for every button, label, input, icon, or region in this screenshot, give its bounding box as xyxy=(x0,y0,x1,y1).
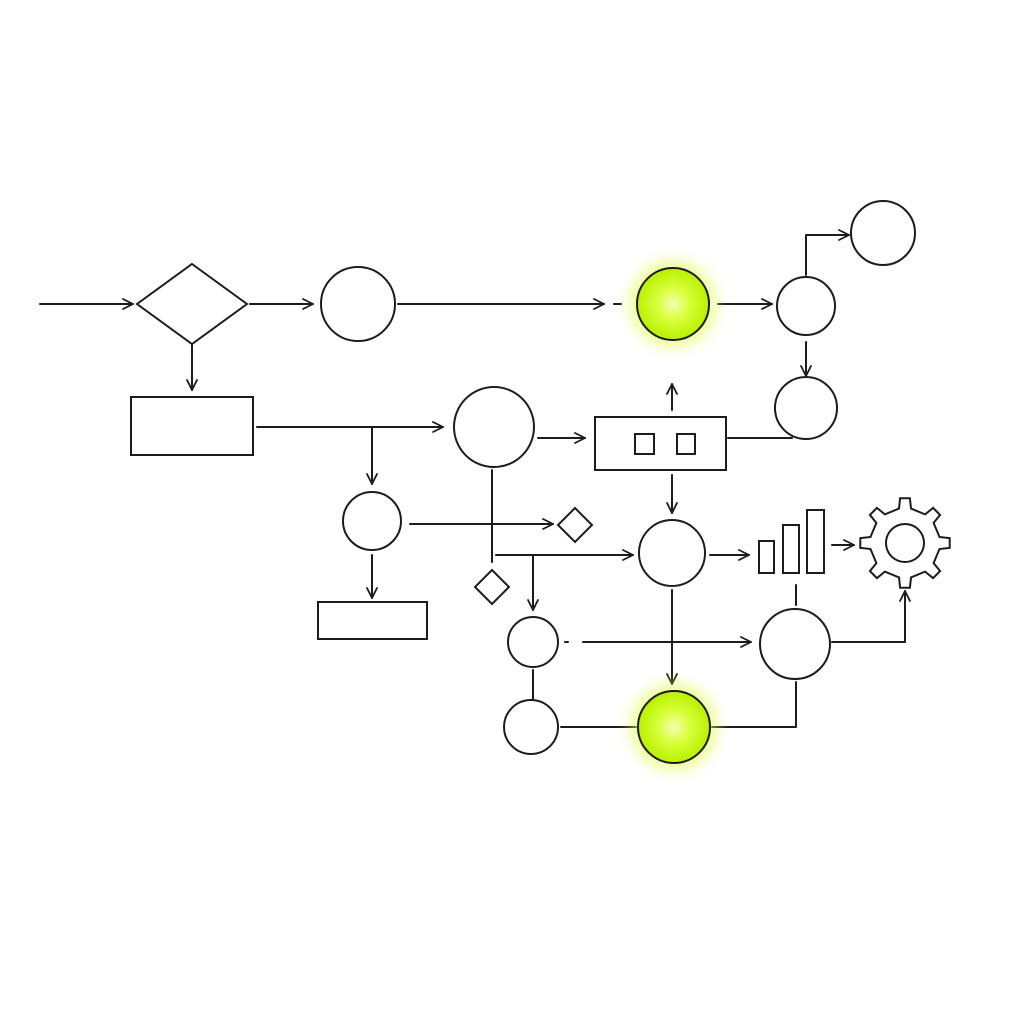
circle-node-highlighted-top xyxy=(629,260,717,348)
gear-icon xyxy=(859,497,951,589)
bar-chart-icon xyxy=(758,509,825,574)
circle-node-right xyxy=(776,276,836,336)
circle-node-top-right xyxy=(850,200,916,266)
small-diamond-right xyxy=(556,506,594,544)
circle-node-top xyxy=(320,266,396,342)
connector-bottom-right xyxy=(711,681,797,728)
circle-node-right-lower xyxy=(774,376,838,440)
circle-node-small xyxy=(507,616,559,668)
process-block-port-left xyxy=(634,433,655,455)
circle-node-highlighted-bottom xyxy=(630,683,718,771)
circle-node-bottom-right xyxy=(759,608,831,680)
nodes xyxy=(130,200,951,771)
connectors xyxy=(39,229,911,728)
process-block xyxy=(594,416,727,471)
process-block-port-right xyxy=(676,433,696,455)
decision-diamond xyxy=(135,262,249,346)
circle-node-middle xyxy=(453,386,535,468)
process-rect-left xyxy=(130,396,254,456)
connector-to-top-right-circle xyxy=(805,229,850,276)
circle-node-bottom-left xyxy=(503,699,559,755)
circle-node-center xyxy=(638,519,706,587)
process-rect-bottom-left xyxy=(317,601,428,640)
circle-node-left xyxy=(342,491,402,551)
small-diamond-left xyxy=(473,568,511,606)
connector-circle-to-gear xyxy=(831,590,911,643)
